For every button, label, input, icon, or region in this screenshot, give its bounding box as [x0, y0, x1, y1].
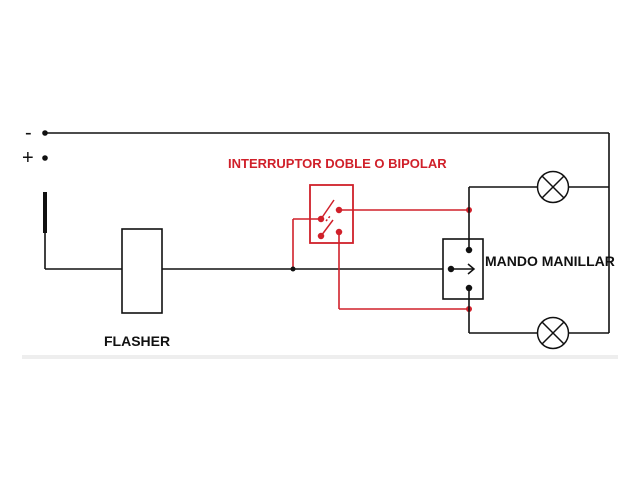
plus-terminal [42, 155, 48, 161]
switch-wiring [292, 209, 469, 310]
positive-feed-wire [44, 192, 122, 270]
negative-rail [45, 132, 610, 333]
flasher-box [121, 228, 163, 314]
lamp-wiring [468, 186, 609, 334]
upper-lamp-icon [536, 170, 570, 204]
double-switch-box [309, 184, 354, 244]
flasher-label: FLASHER [104, 333, 170, 349]
handlebar-control-label: MANDO MANILLAR [485, 253, 615, 269]
lower-lamp-icon [536, 316, 570, 350]
plus-terminal-label: + [22, 147, 34, 169]
switch-label: INTERRUPTOR DOBLE O BIPOLAR [228, 156, 447, 171]
minus-terminal-label: - [25, 122, 32, 144]
switch-contacts [317, 199, 343, 240]
junction-dot [290, 266, 296, 272]
